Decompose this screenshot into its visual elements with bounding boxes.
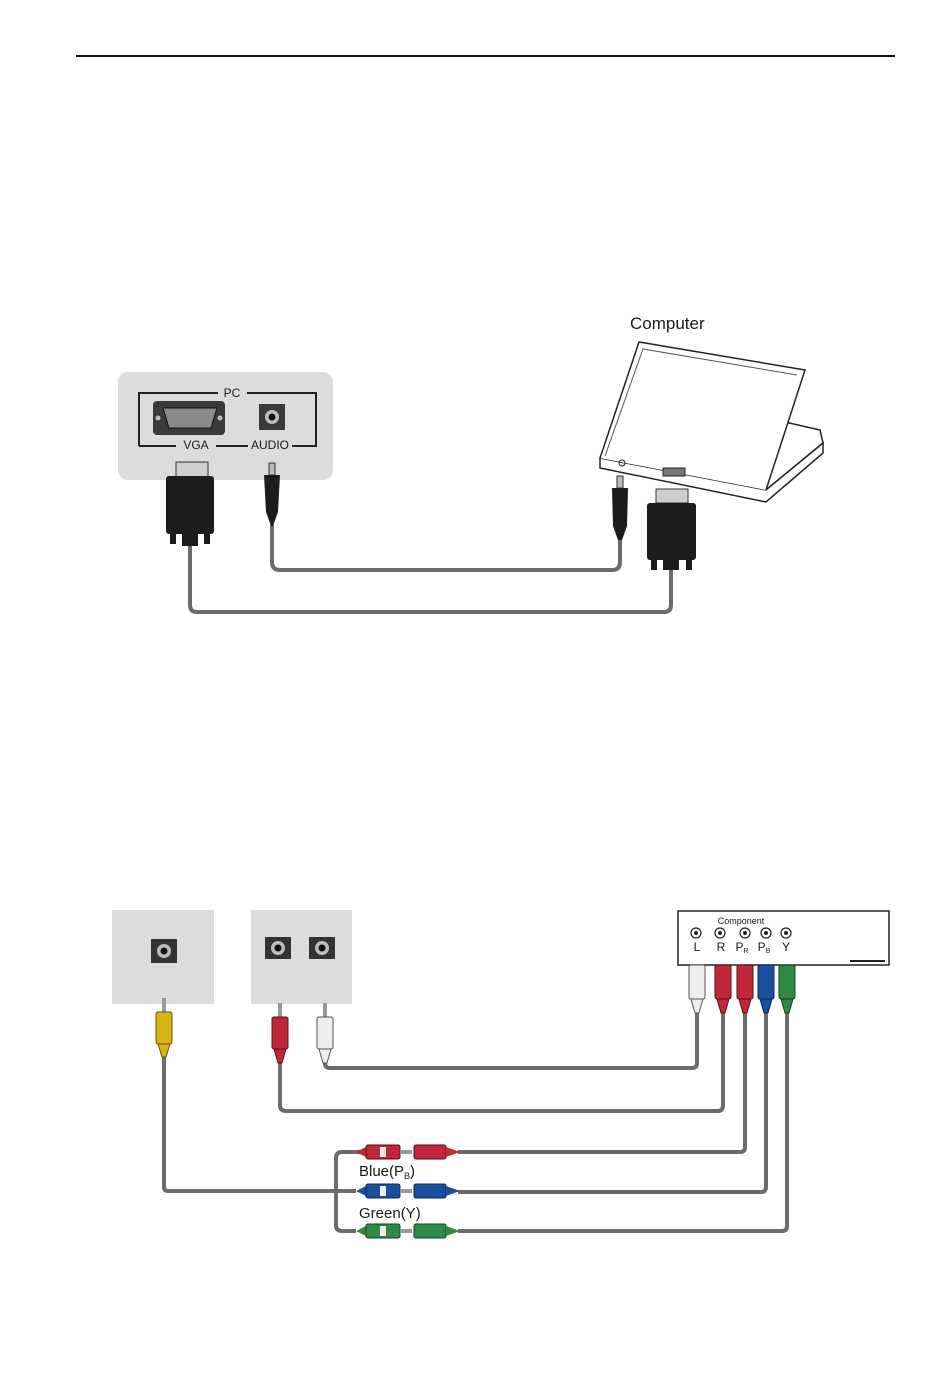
blue-adapter-plug-pair	[356, 1184, 460, 1198]
vga-plug-icon-right	[647, 489, 696, 570]
green-adapter-plug-pair	[356, 1224, 460, 1238]
green-rca-plug-icon-device	[779, 965, 795, 1013]
audio-right-cable	[280, 1013, 723, 1111]
red-adapter-plug-pair	[356, 1145, 460, 1159]
green-y-label: Green(Y)	[359, 1205, 421, 1222]
pc-connection-diagram: PC VGA AUDIO C	[0, 300, 950, 630]
red-rca-plug-icon-left	[272, 1003, 288, 1063]
pb-cable	[458, 1013, 766, 1192]
red-rca-plug-icon-device-r	[715, 965, 731, 1013]
audio-left-cable	[325, 1013, 697, 1068]
computer-label: Computer	[630, 314, 705, 333]
jack-label-l: L	[694, 940, 701, 954]
audio-port-label: AUDIO	[251, 438, 289, 452]
pr-cable	[458, 1013, 745, 1152]
vga-port-label: VGA	[183, 438, 208, 452]
vga-port-icon	[153, 401, 225, 435]
pc-panel-title: PC	[224, 386, 241, 400]
video-input-panel	[112, 910, 214, 1004]
white-rca-plug-icon-left	[317, 1003, 333, 1063]
vga-cable	[190, 545, 671, 612]
video-cable	[164, 1055, 356, 1191]
jack-label-r: R	[717, 940, 726, 954]
audio-port-icon	[259, 404, 285, 430]
audio-plug-icon-right	[612, 476, 628, 540]
computer-laptop-icon	[600, 342, 823, 502]
header-rule	[76, 55, 895, 57]
y-cable	[458, 1013, 787, 1231]
component-label: Component	[718, 916, 765, 926]
jack-label-y: Y	[782, 940, 790, 954]
blue-rca-plug-icon-device	[758, 965, 774, 1013]
pc-input-panel: PC VGA AUDIO	[118, 372, 333, 480]
blue-pb-label: Blue(PB)	[359, 1163, 415, 1181]
audio-input-panel	[251, 910, 352, 1004]
yellow-rca-plug-icon	[156, 998, 172, 1057]
audio-cable	[272, 508, 620, 570]
av-connection-diagram: Component L R PR PB Y	[0, 895, 950, 1255]
white-rca-plug-icon-device	[689, 965, 705, 1013]
red-rca-plug-icon-device-pr	[737, 965, 753, 1013]
